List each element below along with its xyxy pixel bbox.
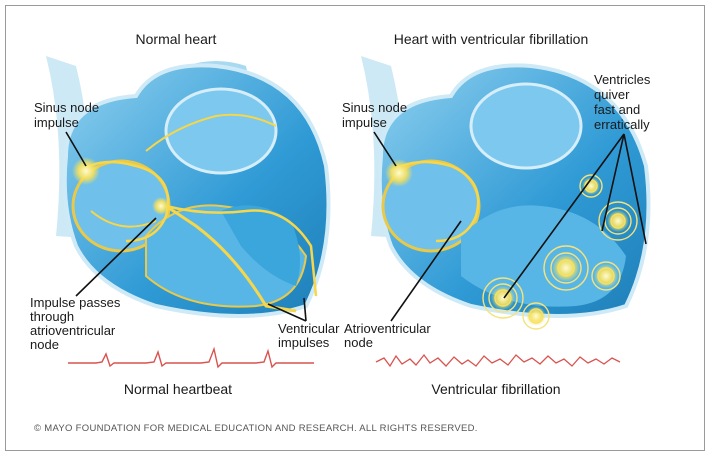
normal-vent-label-line1: Ventricular: [278, 321, 340, 336]
vfib-av-label-line1: Atrioventricular: [344, 321, 431, 336]
normal-av-label-line1: Impulse passes: [30, 295, 121, 310]
vfib-quiver-label-line4: erratically: [594, 117, 650, 132]
heart-diagram: Normal heart Heart with ventricular fibr…: [6, 6, 706, 452]
vfib-quiver-label-line2: quiver: [594, 87, 630, 102]
vfib-quiver-label-line1: Ventricles: [594, 72, 651, 87]
vfib-av-label-line2: node: [344, 335, 373, 350]
normal-sinus-label-line1: Sinus node: [34, 100, 99, 115]
normal-av-label-line4: node: [30, 337, 59, 352]
vfib-sinus-label-line1: Sinus node: [342, 100, 407, 115]
normal-av-label-line2: through: [30, 309, 74, 324]
vfib-sinus-label-line2: impulse: [342, 115, 387, 130]
vfib-ecg-trace: [376, 355, 620, 366]
normal-vent-label-line2: impulses: [278, 335, 330, 350]
normal-caption: Normal heartbeat: [124, 381, 232, 397]
figure-frame: Normal heart Heart with ventricular fibr…: [5, 5, 705, 451]
copyright-notice: © MAYO FOUNDATION FOR MEDICAL EDUCATION …: [34, 423, 478, 434]
normal-heart-illustration: [46, 56, 329, 316]
normal-av-label-line3: atrioventricular: [30, 323, 116, 338]
vfib-quiver-label-line3: fast and: [594, 102, 640, 117]
normal-sinus-label-line2: impulse: [34, 115, 79, 130]
vfib-caption: Ventricular fibrillation: [431, 381, 560, 397]
normal-heart-title: Normal heart: [136, 31, 217, 47]
normal-ecg-trace: [68, 349, 314, 367]
vfib-heart-title: Heart with ventricular fibrillation: [394, 31, 589, 47]
